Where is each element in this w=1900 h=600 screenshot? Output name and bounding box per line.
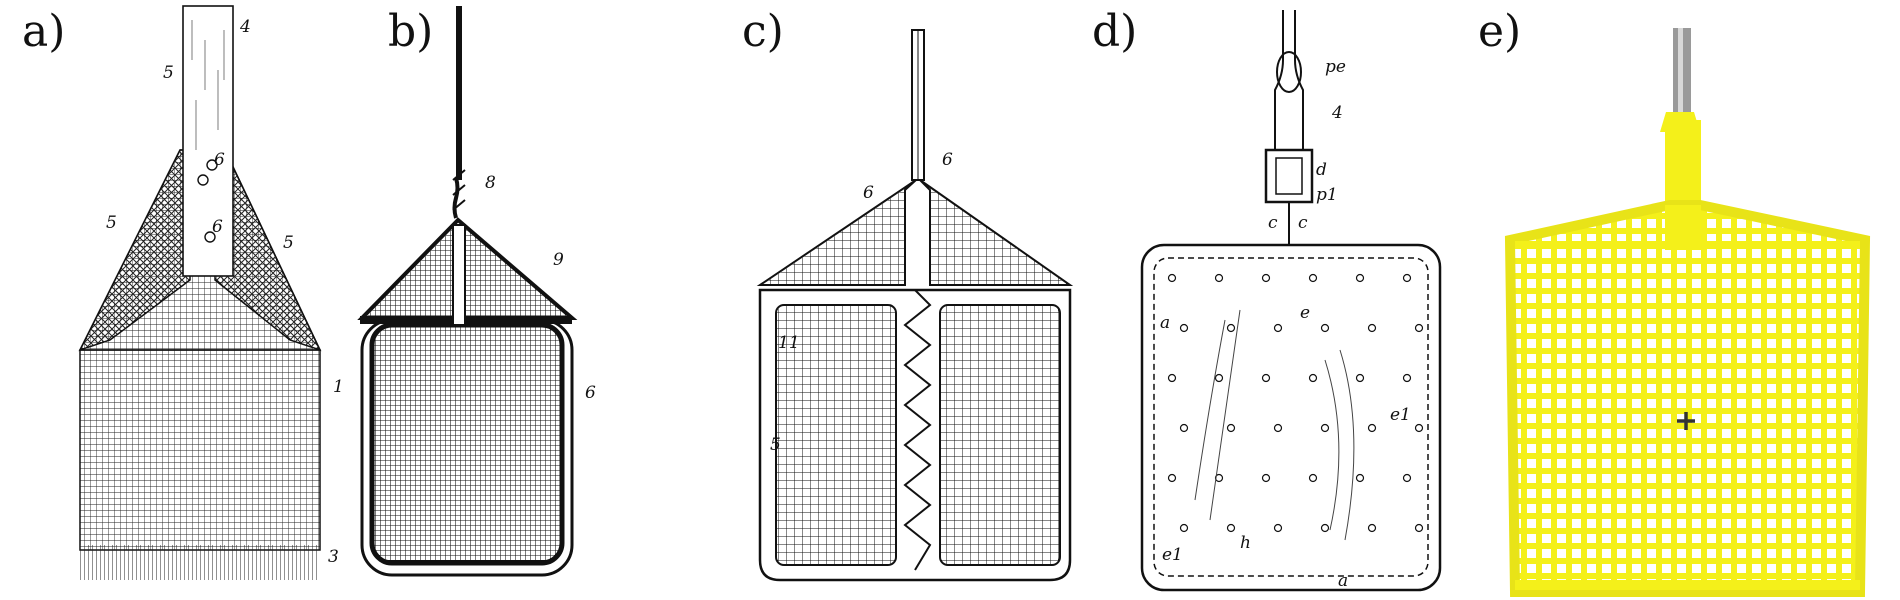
mesh-body (79, 349, 321, 551)
drawing-note: c (1268, 213, 1278, 233)
perforation-hole (1226, 423, 1236, 433)
perforation-hole (1402, 473, 1412, 483)
panel-label-b: b) (388, 6, 434, 57)
drawing-note: 8 (485, 173, 496, 193)
perforation-hole (1367, 323, 1377, 333)
drawing-note: 5 (106, 213, 117, 233)
panel-label-a: a) (22, 6, 66, 57)
perforation-hole (1355, 473, 1365, 483)
panel-d: d) pe 4 d p1 c c a e e1 e1 h a (1090, 0, 1470, 600)
drawing-note: 6 (212, 217, 223, 237)
drawing-note: 4 (239, 17, 251, 37)
outer-frame (1140, 243, 1442, 592)
patent-drawing-d: pe 4 d p1 c c a e e1 e1 h a (1140, 10, 1442, 592)
perforation-hole (1414, 523, 1424, 533)
loop-handle (1274, 10, 1304, 150)
top-mesh (357, 217, 578, 320)
drawing-note: 4 (1331, 103, 1343, 123)
patent-drawing-b: 8 9 6 (357, 6, 596, 577)
rivet (204, 231, 216, 243)
panel-label-e: e) (1478, 6, 1522, 57)
drawing-note: 5 (770, 435, 781, 455)
perforation-hole (1179, 523, 1189, 533)
perforation-hole (1367, 423, 1377, 433)
drawing-note: e1 (1162, 545, 1183, 565)
drawing-note: e1 (1390, 405, 1411, 425)
handle-strip (182, 5, 234, 277)
perforation-hole (1273, 523, 1283, 533)
drawing-note: pe (1325, 57, 1346, 77)
drawing-note: c (1298, 213, 1308, 233)
drawing-note: 6 (214, 150, 225, 170)
panel-b: b) 8 9 6 (357, 0, 730, 600)
drawing-note: a (1160, 313, 1170, 333)
perforation-hole (1308, 473, 1318, 483)
perforation-hole (1179, 423, 1189, 433)
perforation-holes (1167, 273, 1424, 533)
perforation-hole (1308, 373, 1318, 383)
perforation-hole (1273, 423, 1283, 433)
top-mesh-right (919, 179, 1074, 286)
drawing-note: h (1240, 533, 1251, 553)
perforation-hole (1214, 373, 1224, 383)
swatter-head (1510, 205, 1865, 592)
swatter-photo (1504, 28, 1871, 597)
perforation-hole (1226, 523, 1236, 533)
perforation-hole (1261, 473, 1271, 483)
perforation-hole (1320, 423, 1330, 433)
perforation-hole (1320, 323, 1330, 333)
drawing-note: 9 (553, 250, 564, 270)
drawing-note: 6 (863, 183, 874, 203)
drawing-note: p1 (1316, 185, 1338, 205)
panel-a: a) 4 5 (0, 0, 370, 600)
panel-c: c) 6 6 11 5 (730, 0, 1090, 600)
perforation-hole (1273, 323, 1283, 333)
drawing-note: 6 (585, 383, 596, 403)
perforation-hole (1367, 523, 1377, 533)
swatter-mesh (369, 322, 565, 566)
perforation-hole (1320, 523, 1330, 533)
drawing-note: d (1316, 160, 1327, 180)
perforation-hole (1355, 373, 1365, 383)
patent-drawing-c: 6 6 11 5 (756, 29, 1074, 582)
perforation-hole (1179, 323, 1189, 333)
drawing-note: 5 (163, 63, 174, 83)
perforation-hole (1355, 273, 1365, 283)
drawing-note: e (1300, 303, 1310, 323)
drawing-note: 3 (328, 547, 339, 567)
perforation-hole (1261, 373, 1271, 383)
mesh-right (939, 304, 1061, 566)
panel-label-d: d) (1092, 6, 1138, 57)
mesh-fringe (80, 545, 320, 580)
inner-frame (1153, 257, 1429, 577)
panel-label-c: c) (742, 6, 784, 57)
drawing-note: 11 (778, 333, 800, 353)
perforation-hole (1167, 273, 1177, 283)
center-mark (1677, 412, 1695, 430)
mesh-left (775, 304, 897, 566)
drawing-note: 5 (283, 233, 294, 253)
perforation-hole (1308, 273, 1318, 283)
perforation-hole (1402, 373, 1412, 383)
drawing-note: 1 (333, 377, 344, 397)
drawing-note: a (1338, 571, 1348, 591)
rivet (197, 174, 209, 186)
perforation-hole (1402, 273, 1412, 283)
top-mesh-left (756, 179, 917, 286)
perforation-hole (1226, 323, 1236, 333)
rivet (206, 159, 218, 171)
perforation-hole (1167, 373, 1177, 383)
drawing-note: 6 (942, 150, 953, 170)
perforation-hole (1261, 273, 1271, 283)
patent-drawing-a: 4 5 5 5 6 6 1 3 (78, 5, 344, 580)
zigzag-spine (903, 289, 932, 571)
perforation-hole (1167, 473, 1177, 483)
perforation-hole (1414, 323, 1424, 333)
panel-e: e) (1470, 0, 1900, 600)
perforation-hole (1414, 423, 1424, 433)
perforation-hole (1214, 273, 1224, 283)
